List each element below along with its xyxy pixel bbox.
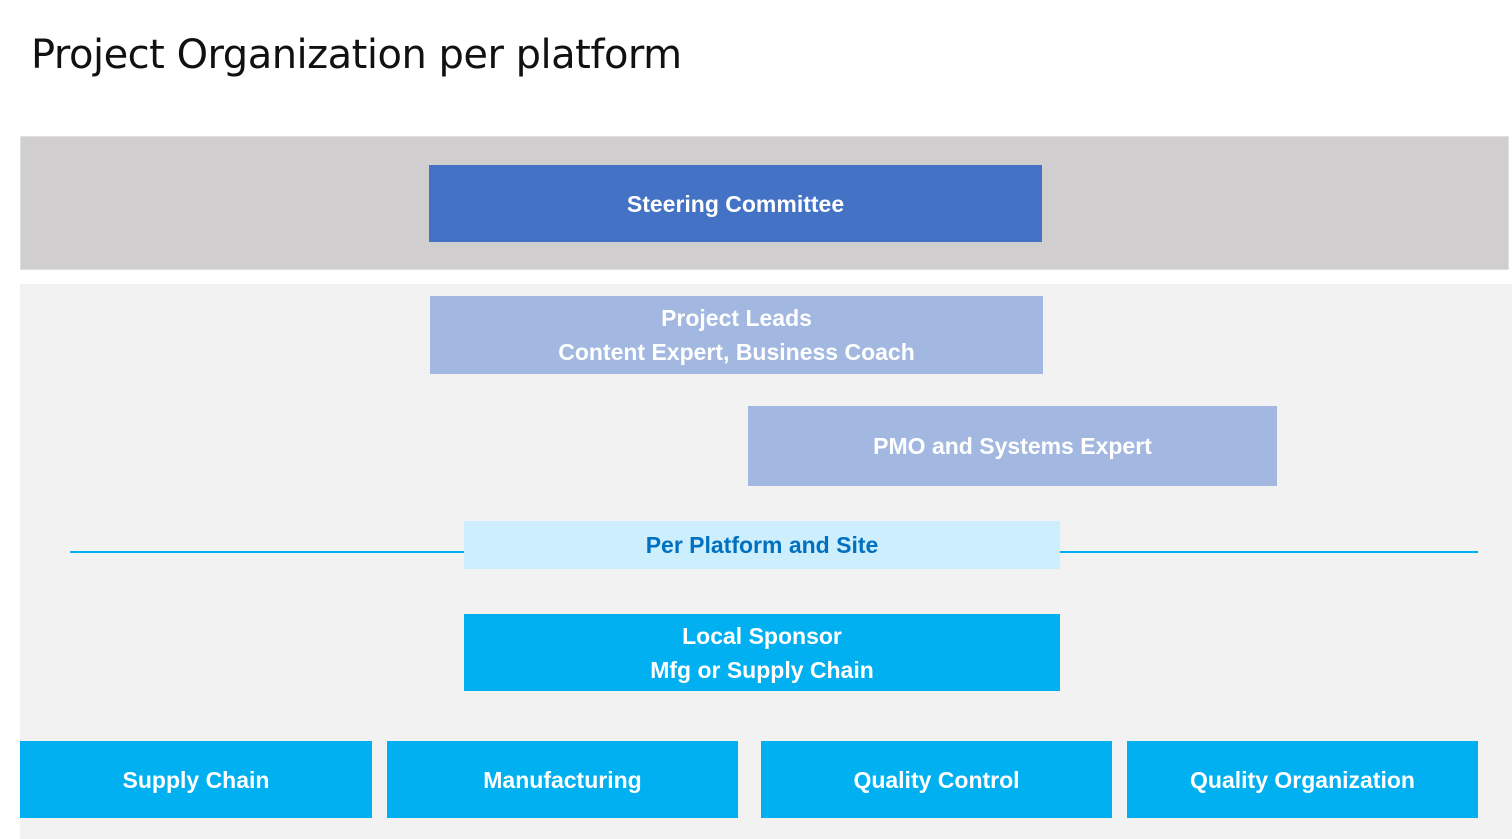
steering-committee-label: Steering Committee — [626, 190, 845, 217]
project-leads-roles: Content Expert, Business Coach — [558, 339, 915, 365]
function-label: Supply Chain — [122, 766, 270, 793]
page-title: Project Organization per platform — [31, 32, 682, 78]
pmo-box: PMO and Systems Expert — [748, 406, 1277, 486]
per-platform-box: Per Platform and Site — [464, 521, 1060, 569]
project-leads-label: Project Leads — [661, 305, 812, 331]
function-box-quality-organization: Quality Organization — [1127, 741, 1478, 818]
function-label: Quality Control — [853, 766, 1020, 793]
function-box-supply-chain: Supply Chain — [20, 741, 372, 818]
function-label: Manufacturing — [483, 766, 642, 793]
function-box-quality-control: Quality Control — [761, 741, 1112, 818]
pmo-label: PMO and Systems Expert — [873, 433, 1152, 459]
function-box-manufacturing: Manufacturing — [387, 741, 738, 818]
local-sponsor-label: Local Sponsor — [682, 622, 842, 649]
project-leads-box: Project Leads Content Expert, Business C… — [430, 296, 1043, 374]
per-platform-label: Per Platform and Site — [645, 532, 879, 558]
function-label: Quality Organization — [1190, 766, 1415, 793]
local-sponsor-detail: Mfg or Supply Chain — [650, 656, 874, 683]
local-sponsor-box: Local Sponsor Mfg or Supply Chain — [464, 614, 1060, 691]
steering-committee-box: Steering Committee — [429, 165, 1042, 242]
